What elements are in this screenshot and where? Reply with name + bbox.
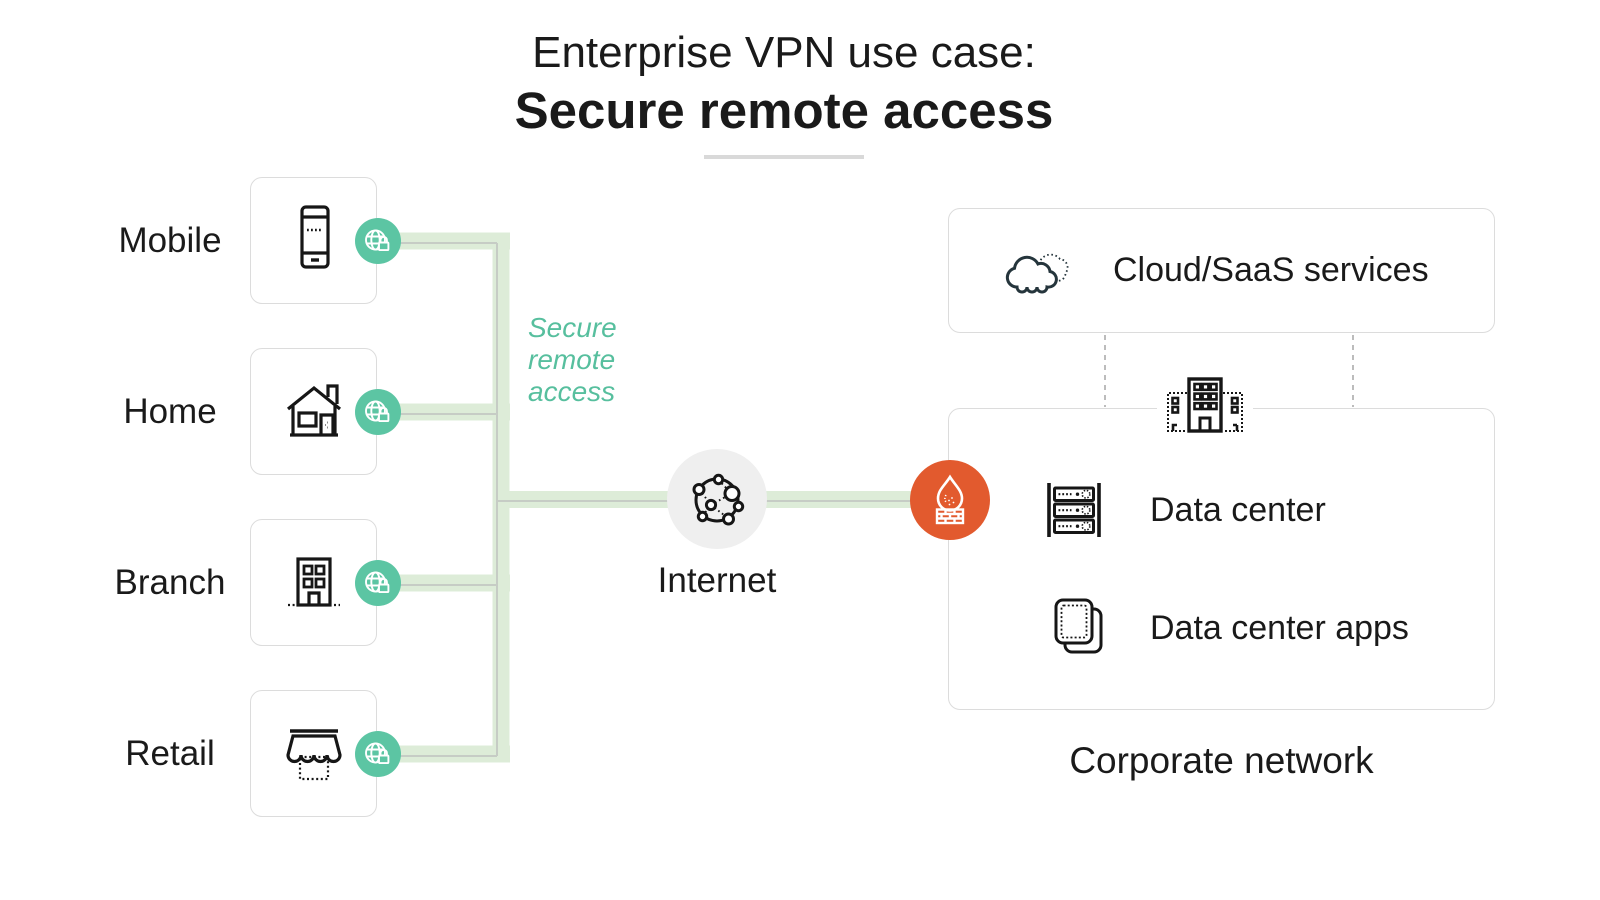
- firewall-flame-brick-icon: [929, 474, 971, 526]
- corporate-building-icon: [1157, 376, 1253, 434]
- firewall-node: [910, 460, 990, 540]
- stacked-apps-icon: [1052, 598, 1106, 658]
- mobile-label: Mobile: [118, 221, 222, 260]
- globe-lock-icon: [362, 567, 394, 599]
- cloud-icon: [997, 243, 1079, 299]
- branch-label: Branch: [114, 563, 226, 602]
- home-label: Home: [123, 392, 217, 431]
- house-icon: [280, 381, 348, 443]
- office-building-icon: [286, 553, 342, 613]
- diagram-title: Enterprise VPN use case: Secure remote a…: [484, 28, 1084, 159]
- storefront-awning-icon: [282, 725, 346, 783]
- data-center-apps-label: Data center apps: [1150, 609, 1409, 647]
- retail-secure-badge: [355, 731, 401, 777]
- cloud-saas-box: Cloud/SaaS services: [948, 208, 1495, 333]
- home-secure-badge: [355, 389, 401, 435]
- internet-label: Internet: [657, 561, 777, 600]
- mobile-secure-badge: [355, 218, 401, 264]
- internet-node: [667, 449, 767, 549]
- globe-lock-icon: [362, 738, 394, 770]
- title-line-1: Enterprise VPN use case:: [532, 28, 1036, 77]
- branch-secure-badge: [355, 560, 401, 606]
- globe-lock-icon: [362, 396, 394, 428]
- globe-lock-icon: [362, 225, 394, 257]
- secure-remote-access-flow-label: Secure remote access: [528, 312, 617, 407]
- cloud-saas-label: Cloud/SaaS services: [1113, 251, 1429, 289]
- data-center-label: Data center: [1150, 491, 1326, 529]
- corporate-network-label: Corporate network: [1069, 740, 1374, 781]
- network-globe-icon: [688, 470, 746, 528]
- server-rack-icon: [1044, 481, 1104, 539]
- title-underline: [704, 154, 864, 159]
- retail-label: Retail: [125, 734, 215, 773]
- corporate-network-box: [948, 408, 1495, 710]
- title-line-2: Secure remote access: [514, 81, 1054, 139]
- phone-icon: [286, 203, 342, 279]
